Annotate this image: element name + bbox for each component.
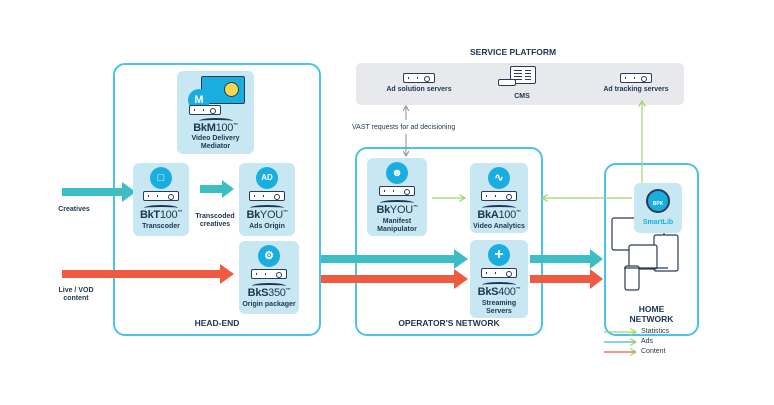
bkyou-manifest-brand: BkYOU™ (376, 204, 418, 216)
cms-icon (510, 66, 536, 84)
bka100-desc: Video Analytics (473, 223, 525, 230)
creatives-label: Creatives (58, 206, 90, 213)
live-vod-label: Live / VOD content (58, 287, 94, 302)
bkm100-desc: Video Delivery Mediator (191, 135, 240, 150)
operators-network-title: OPERATOR'S NETWORK (398, 318, 500, 328)
server-icon (620, 73, 652, 83)
bkt100-brand: BkT100™ (139, 209, 183, 221)
bkyou-ads-desc: Ads Origin (249, 223, 285, 230)
home-network-title-text: HOME NETWORK (629, 304, 674, 324)
smartlib-node[interactable]: BPK SmartLib (634, 183, 682, 233)
content-stream-arrow-1 (321, 269, 468, 289)
server-icon (481, 268, 517, 278)
bks400-desc: Streaming Servers (481, 300, 517, 315)
content-input-arrow (62, 264, 234, 284)
bkyou-manifest-node[interactable]: ☻ BkYOU™ Manifest Manipulator (367, 158, 427, 236)
ads-stream-arrow-2 (530, 249, 603, 269)
legend-statistics: Statistics (641, 328, 670, 335)
users-icon: ☻ (386, 162, 408, 184)
home-network-region: HOME NETWORK (604, 163, 699, 336)
bka100-node[interactable]: ∿ BkA100™ Video Analytics (470, 163, 528, 233)
home-network-title: HOME NETWORK (606, 304, 697, 324)
bkm100-brand: BkM100™ (193, 122, 238, 134)
ad-solution-servers: Ad solution servers (374, 73, 464, 101)
ads-stream-arrow-1 (321, 249, 468, 269)
brand-swoosh (144, 205, 178, 211)
document-icon: □ (150, 167, 172, 189)
bks400-brand: BkS400™ (477, 286, 521, 298)
legend-content: Content (641, 348, 666, 355)
brand-swoosh (380, 200, 414, 206)
brand-swoosh (482, 205, 516, 211)
vast-label: VAST requests for ad decisioning (352, 124, 456, 131)
server-icon (251, 269, 287, 279)
bkyou-manifest-desc: Manifest Manipulator (377, 218, 417, 233)
creatives-arrow (62, 182, 136, 202)
service-platform-title: SERVICE PLATFORM (470, 47, 557, 57)
brand-swoosh (250, 205, 284, 211)
home-devices-icon (611, 217, 679, 291)
bkyou-ads-origin-node[interactable]: AD BkYOU™ Ads Origin (239, 163, 295, 236)
brand-swoosh (482, 282, 516, 288)
cms: CMS (494, 66, 550, 104)
service-platform: Ad solution servers CMS Ad tracking serv… (356, 63, 684, 105)
transcoded-creatives-label: Transcoded creatives (195, 213, 235, 228)
gear-icon: ⚙ (258, 245, 280, 267)
head-end-title: HEAD-END (194, 318, 240, 328)
cms-server-icon (498, 79, 516, 86)
smartlib-badge-icon: BPK (646, 189, 670, 213)
brand-swoosh (198, 118, 233, 124)
ad-icon: AD (256, 167, 278, 189)
operators-network-region: OPERATOR'S NETWORK (355, 147, 543, 336)
bks400-node[interactable]: + BkS400™ Streaming Servers (470, 240, 528, 318)
legend-ads: Ads (641, 338, 654, 345)
bkt100-node[interactable]: □ BkT100™ Transcoder (133, 163, 189, 236)
cms-label: CMS (514, 93, 530, 100)
transcoded-arrow (200, 180, 234, 198)
bks350-node[interactable]: ⚙ BkS350™ Origin packager (239, 241, 299, 314)
server-icon (379, 186, 415, 196)
server-icon (189, 105, 221, 115)
bkyou-ads-brand: BkYOU™ (246, 209, 288, 221)
server-icon (249, 191, 285, 201)
bkm100-node[interactable]: M BkM100™ Video Delivery Mediator (177, 71, 254, 154)
bks350-desc: Origin packager (242, 301, 296, 308)
content-stream-arrow-2 (530, 269, 603, 289)
chart-icon: ∿ (488, 167, 510, 189)
ad-tracking-servers-label: Ad tracking servers (603, 86, 669, 93)
bkt100-desc: Transcoder (142, 223, 180, 230)
bks350-brand: BkS350™ (247, 287, 291, 299)
server-icon (481, 191, 517, 201)
server-icon (403, 73, 435, 83)
plus-icon: + (488, 244, 510, 266)
server-icon (143, 191, 179, 201)
ad-solution-servers-label: Ad solution servers (386, 86, 452, 93)
ad-tracking-servers: Ad tracking servers (596, 73, 676, 101)
bka100-brand: BkA100™ (477, 209, 521, 221)
brand-swoosh (252, 283, 286, 289)
head-end-region: HEAD-END (113, 63, 321, 336)
globe-icon (224, 82, 239, 97)
smartlib-label: SmartLib (642, 219, 674, 226)
